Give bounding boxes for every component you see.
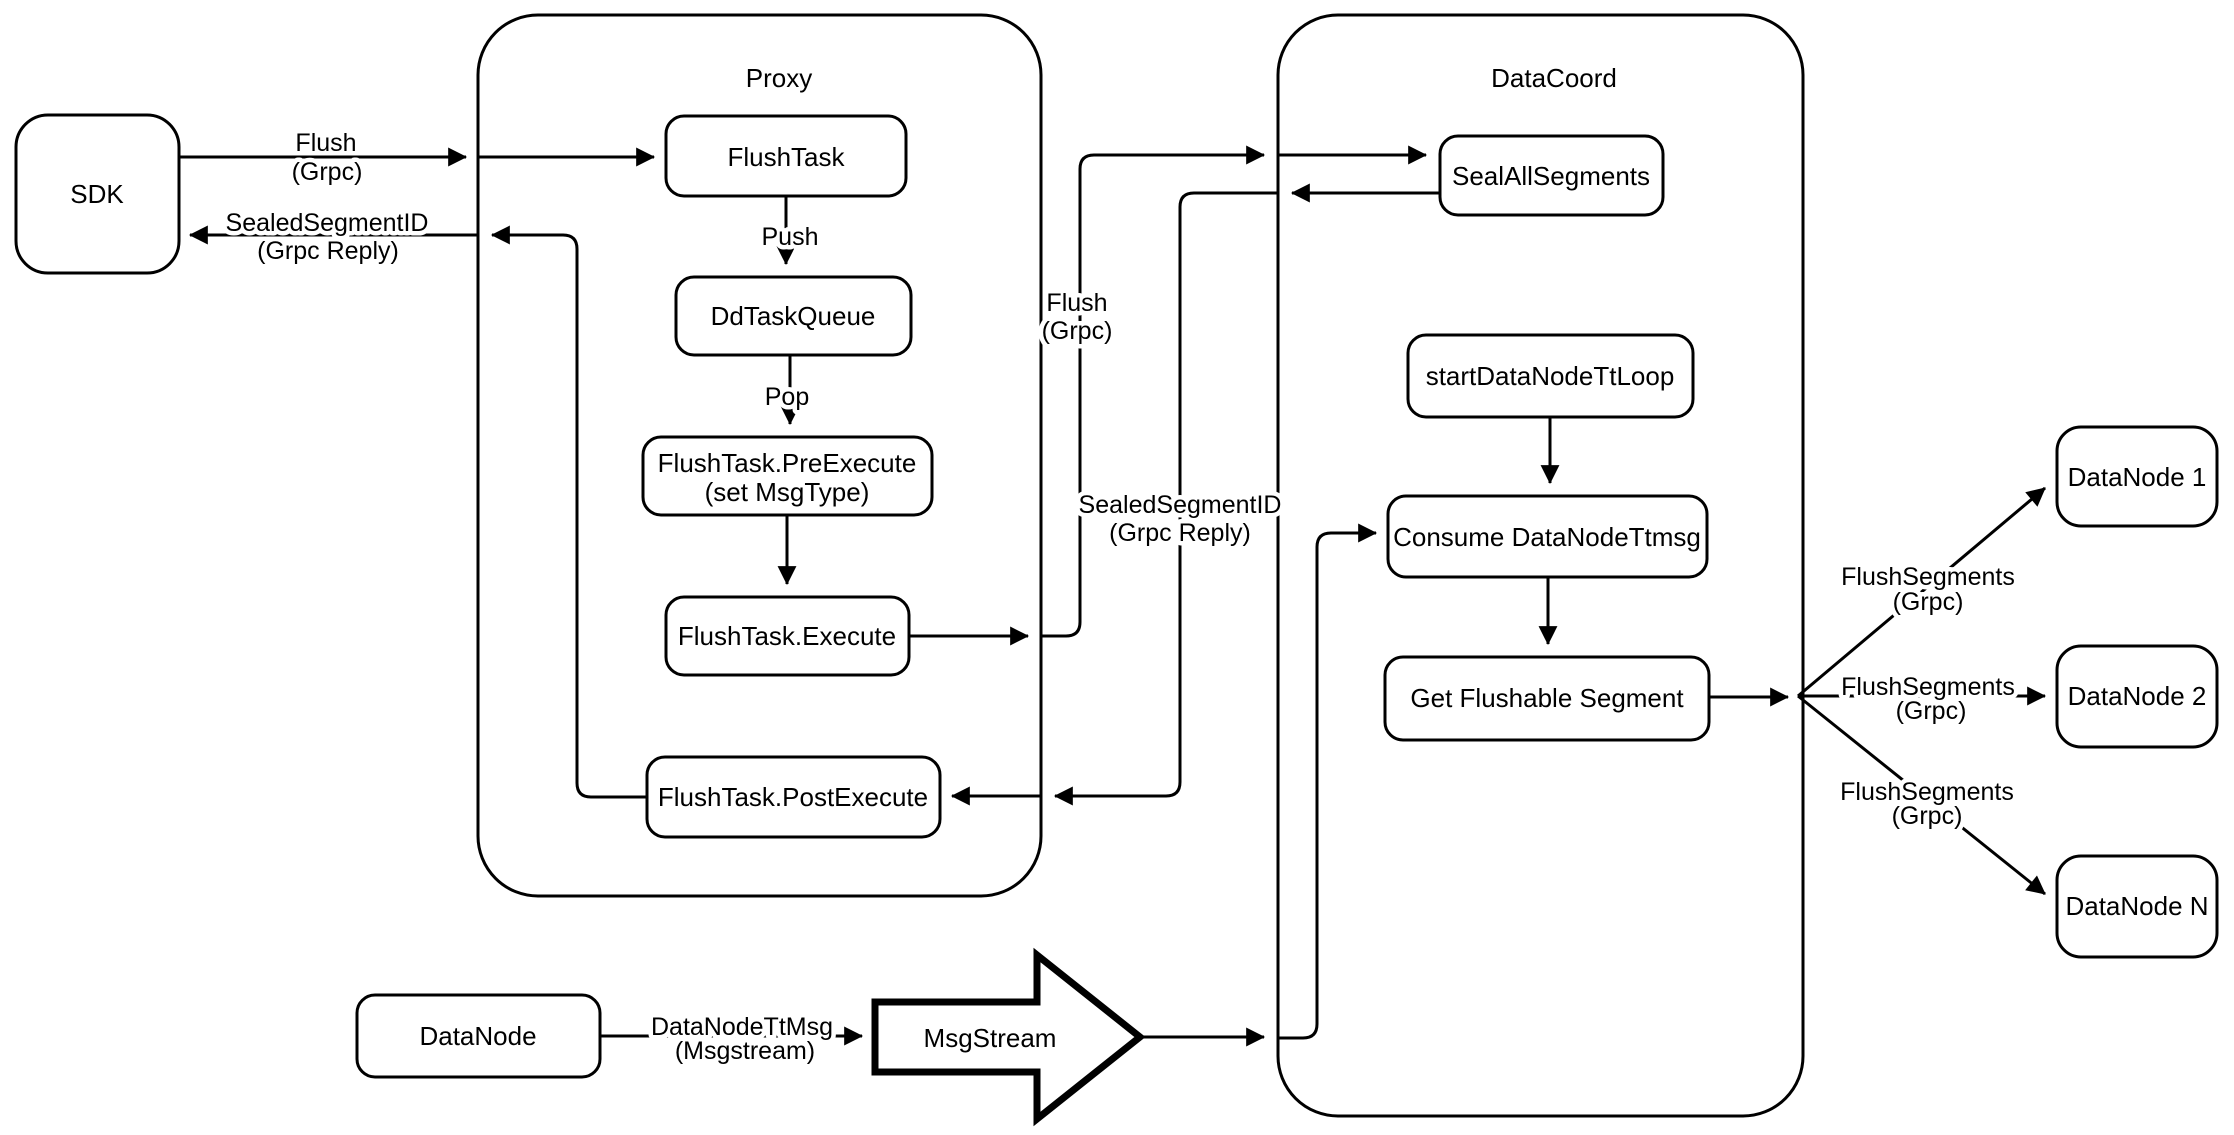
edge-proxy-edge-to-datacoord-edge (1041, 145, 1266, 638)
proxy-container (476, 13, 1043, 898)
label-flushsegments3-line1: FlushSegments (1840, 778, 2014, 806)
node-ddtaskqueue (674, 275, 913, 357)
node-datanoden (2055, 854, 2219, 959)
label-flush-sdk-line2: (Grpc) (292, 158, 363, 186)
label-flushsegments1-line1: FlushSegments (1841, 563, 2015, 591)
nodes: SDK FlushTask DdTaskQueue FlushTask.PreE… (14, 113, 2219, 1127)
node-sdk (14, 113, 181, 275)
node-flushtask-label: FlushTask (727, 142, 845, 172)
node-preexecute-line2: (set MsgType) (705, 477, 870, 507)
node-startdatanodettloop (1406, 333, 1695, 419)
label-flushsegments2-line1: FlushSegments (1841, 673, 2015, 701)
label-flushsegments2-line2: (Grpc) (1896, 697, 1967, 725)
label-sealedsegmentid-mid-line1: SealedSegmentID (1079, 491, 1282, 519)
node-preexecute (641, 435, 934, 517)
edge-fan-to-datanoden (1797, 694, 2046, 896)
label-flush-mid-line2: (Grpc) (1042, 317, 1113, 345)
node-getflushablesegment (1383, 655, 1711, 742)
node-msgstream (871, 947, 1146, 1127)
node-getflushablesegment-label: Get Flushable Segment (1410, 683, 1684, 713)
label-pop: Pop (765, 383, 809, 411)
edge-postexecute-to-proxy-edge (490, 225, 647, 799)
node-consumedatanodettmsg (1386, 494, 1709, 579)
label-push: Push (762, 223, 819, 251)
node-execute-label: FlushTask.Execute (678, 621, 896, 651)
node-datanode-label: DataNode (419, 1021, 536, 1051)
proxy-title: Proxy (746, 63, 812, 93)
label-flush-mid-line1: Flush (1046, 289, 1107, 317)
node-consumedatanodettmsg-label: Consume DataNodeTtmsg (1393, 522, 1701, 552)
node-sealallsegments (1438, 134, 1665, 217)
label-sealedsegmentid-sdk-line2: (Grpc Reply) (257, 237, 399, 265)
label-flushsegments1-line2: (Grpc) (1893, 588, 1964, 616)
label-sealedsegmentid-sdk-line1: SealedSegmentID (226, 209, 429, 237)
node-datanode2-label: DataNode 2 (2068, 681, 2207, 711)
edges (179, 145, 2047, 1047)
node-sealallsegments-label: SealAllSegments (1452, 161, 1650, 191)
label-datanodettmsg-line2: (Msgstream) (675, 1037, 815, 1065)
node-datanode2 (2055, 644, 2219, 749)
datacoord-title: DataCoord (1491, 63, 1617, 93)
node-postexecute-label: FlushTask.PostExecute (658, 782, 928, 812)
node-datanode1 (2055, 425, 2219, 528)
edge-datacoord-edge-to-consume (1278, 523, 1378, 1040)
node-msgstream-label: MsgStream (924, 1023, 1057, 1053)
node-datanode (355, 993, 602, 1079)
datacoord-container (1276, 13, 1805, 1118)
node-flushtask (664, 114, 908, 198)
edge-fan-to-datanode1 (1797, 486, 2046, 698)
label-flushsegments3-line2: (Grpc) (1892, 802, 1963, 830)
edge-labels: Flush (Grpc) SealedSegmentID (Grpc Reply… (221, 125, 2019, 1070)
node-datanoden-label: DataNode N (2065, 891, 2208, 921)
node-startdatanodettloop-label: startDataNodeTtLoop (1426, 361, 1675, 391)
node-preexecute-line1: FlushTask.PreExecute (658, 448, 917, 478)
node-ddtaskqueue-label: DdTaskQueue (711, 301, 876, 331)
label-datanodettmsg-line1: DataNodeTtMsg (651, 1013, 833, 1041)
node-execute (664, 595, 911, 677)
node-datanode1-label: DataNode 1 (2068, 462, 2207, 492)
node-postexecute (645, 755, 942, 839)
label-flush-sdk-line1: Flush (295, 129, 356, 157)
label-sealedsegmentid-mid-line2: (Grpc Reply) (1109, 519, 1251, 547)
node-sdk-label: SDK (70, 179, 124, 209)
edge-datacoord-edge-to-proxy-edge-return (1053, 191, 1278, 806)
